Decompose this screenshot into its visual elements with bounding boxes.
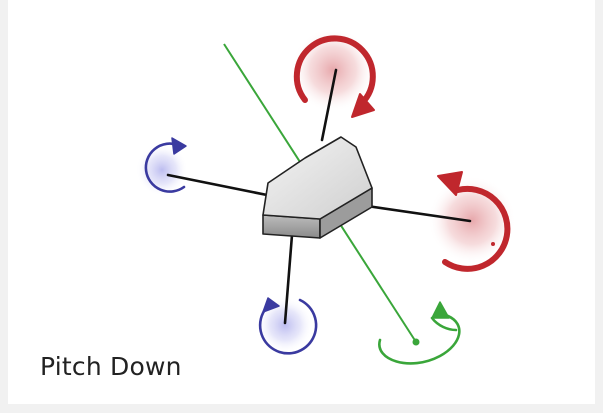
quadcopter-body (262, 136, 373, 239)
rotor-bottom-glow (257, 297, 313, 353)
rotor-left-arrow-icon (144, 137, 187, 193)
rotor-top-right-arrow-icon (293, 35, 376, 118)
rotor-right-center-dot (491, 242, 495, 246)
quadcopter-arms (166, 68, 472, 325)
rotor-right-arrow-icon (437, 171, 511, 272)
pitch-axis-end-dot (412, 338, 420, 346)
arm-top-right (320, 68, 338, 142)
rotor-bottom-arrow-icon (258, 297, 318, 355)
pitch-rotation-arrow-icon (378, 301, 461, 365)
body-top-face (262, 136, 373, 220)
arm-right (358, 203, 472, 223)
arm-left (166, 173, 274, 198)
diagram-caption: Pitch Down (40, 352, 182, 381)
arm-bottom (283, 233, 294, 325)
